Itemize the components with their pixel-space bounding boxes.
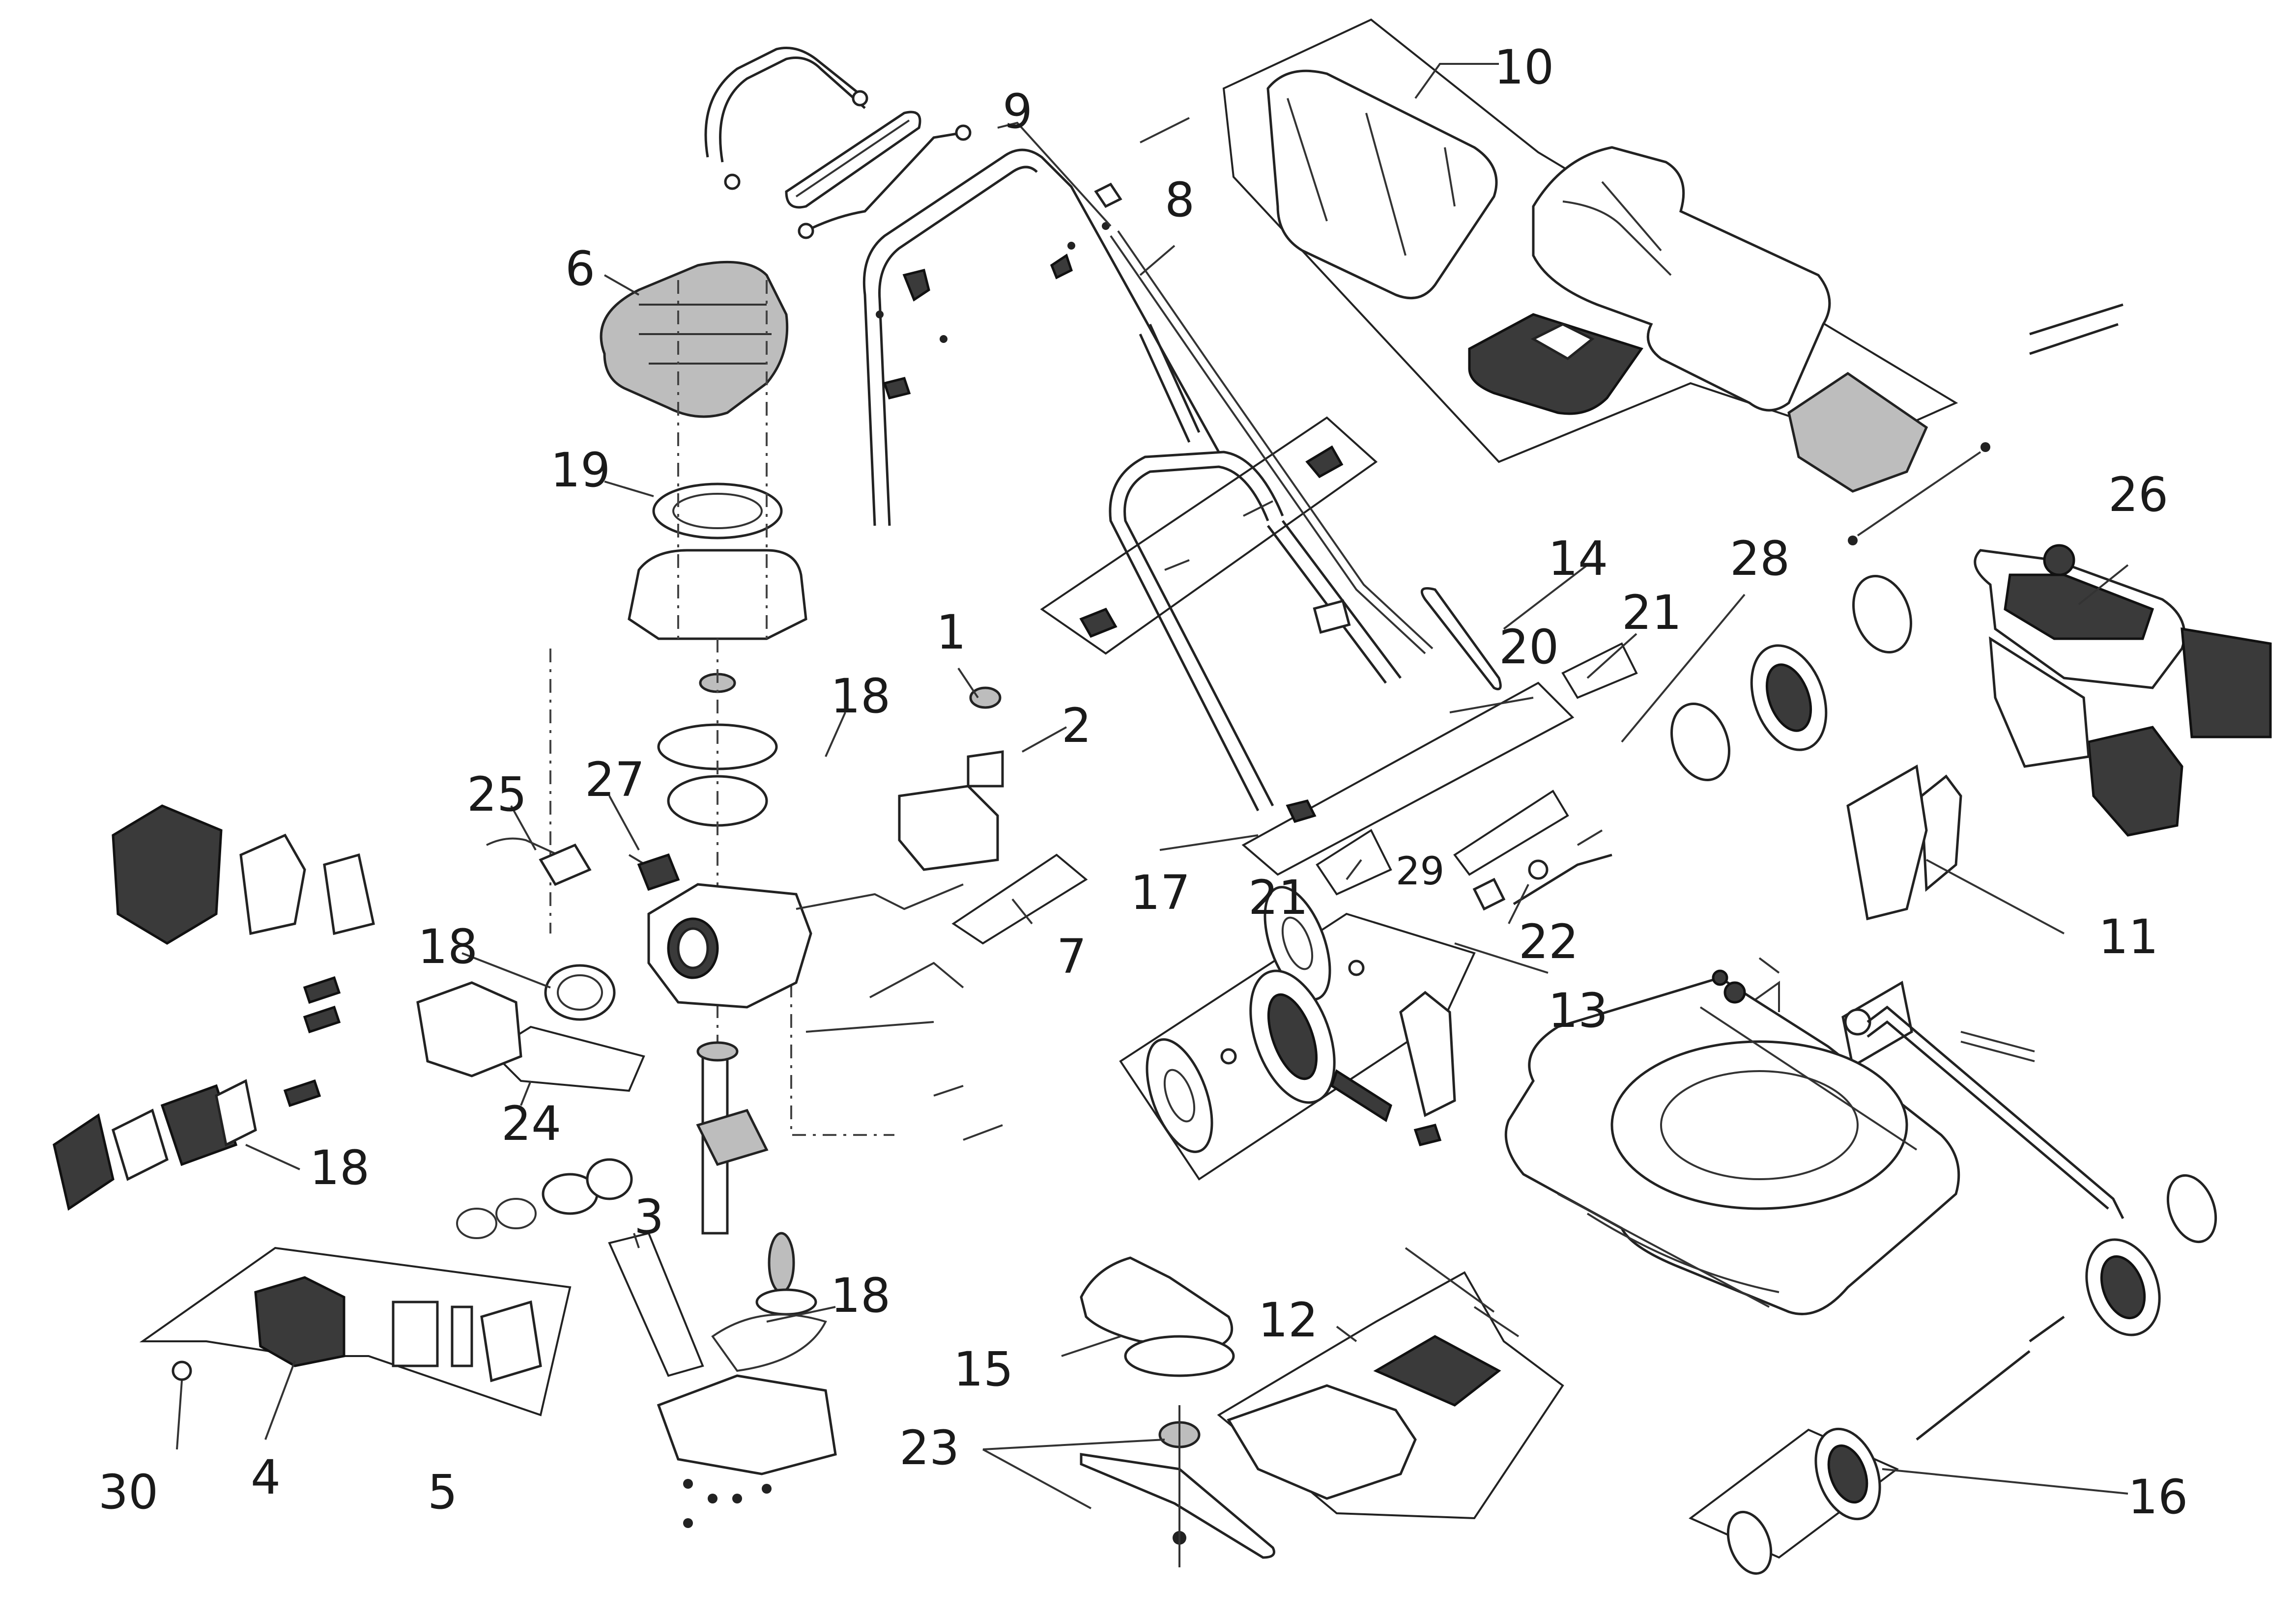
label-part-14: 14 xyxy=(1548,531,1608,586)
group-12-outline xyxy=(1217,1271,1564,1520)
bail-lever xyxy=(704,47,868,190)
label-part-22: 22 xyxy=(1519,914,1578,969)
label-part-17: 17 xyxy=(1130,865,1190,920)
label-part-1: 1 xyxy=(936,605,966,660)
label-part-9: 9 xyxy=(1003,84,1033,139)
label-part-18-left: 18 xyxy=(418,919,478,974)
label-part-19: 19 xyxy=(550,443,610,498)
label-part-25: 25 xyxy=(467,767,527,822)
label-part-15: 15 xyxy=(953,1342,1013,1397)
label-part-2: 2 xyxy=(1062,698,1091,753)
brake-bar xyxy=(798,124,972,239)
engine-cover xyxy=(600,260,789,418)
upper-handle xyxy=(862,148,1220,526)
label-part-18-lower: 18 xyxy=(831,1268,890,1323)
throttle-cable xyxy=(1094,182,1434,654)
front-bracket xyxy=(1330,991,1456,1146)
blade-assembly xyxy=(1080,1256,1275,1567)
label-part-24: 24 xyxy=(501,1096,561,1151)
carburetor-linkage xyxy=(486,837,680,891)
height-adjuster xyxy=(1472,829,1612,911)
group-3-outline xyxy=(608,1232,704,1377)
label-part-6: 6 xyxy=(565,241,595,296)
fan-housing xyxy=(628,549,807,640)
label-part-11: 11 xyxy=(2098,909,2158,964)
group-4-outline xyxy=(139,1246,572,1416)
label-part-18-muffler: 18 xyxy=(310,1140,370,1195)
label-part-28: 28 xyxy=(1730,531,1790,586)
governor-rods xyxy=(796,883,1003,1141)
label-part-5: 5 xyxy=(428,1465,458,1520)
group-7-outline xyxy=(951,853,1088,945)
recoil-starter xyxy=(652,482,783,539)
label-part-30: 30 xyxy=(98,1465,158,1520)
label-part-21-lower: 21 xyxy=(1248,870,1308,925)
group-29-outline xyxy=(1453,790,1569,876)
label-part-12: 12 xyxy=(1258,1293,1318,1348)
label-part-26: 26 xyxy=(2108,467,2168,522)
grass-bag xyxy=(1266,69,1928,493)
engine-block xyxy=(647,883,812,1009)
lower-handle xyxy=(1079,445,1402,823)
label-part-16: 16 xyxy=(2128,1470,2188,1525)
label-part-18-upper: 18 xyxy=(831,669,890,724)
crankshaft xyxy=(696,1041,769,1235)
air-filter-housing xyxy=(112,804,375,945)
label-part-23: 23 xyxy=(899,1420,959,1475)
crankcase-cover xyxy=(657,1232,837,1528)
rear-wheels xyxy=(1726,1174,2217,1575)
label-part-10: 10 xyxy=(1494,40,1554,95)
rear-flap-rod xyxy=(1848,303,2124,545)
drive-belt xyxy=(1420,587,1502,690)
label-part-27: 27 xyxy=(585,752,645,807)
group-17-outline xyxy=(1040,416,1378,655)
label-part-29: 29 xyxy=(1396,849,1444,894)
label-part-7: 7 xyxy=(1057,929,1087,984)
cylinder-head xyxy=(283,964,616,1107)
piston-rings xyxy=(456,1158,633,1239)
label-part-21-upper: 21 xyxy=(1622,585,1682,640)
rear-flap xyxy=(1744,765,1962,1068)
rear-axle xyxy=(1866,1005,2124,1219)
label-part-20: 20 xyxy=(1499,620,1559,675)
label-part-4: 4 xyxy=(251,1450,281,1505)
group-20-outline xyxy=(1241,681,1575,876)
upper-handle-knobs xyxy=(876,222,1110,399)
group-24-outline xyxy=(489,1025,645,1092)
label-part-8: 8 xyxy=(1165,172,1195,227)
upper-wheels xyxy=(1670,575,1912,781)
label-part-13: 13 xyxy=(1548,983,1608,1038)
engine-axis-lines xyxy=(549,280,894,1136)
part-labels: 1 2 3 4 5 6 7 8 9 10 11 12 13 14 15 16 1… xyxy=(98,40,2188,1525)
group-21b-outline xyxy=(1316,829,1392,896)
handle-grip xyxy=(785,111,921,209)
air-filter-group xyxy=(172,1276,542,1383)
mower-deck xyxy=(1504,969,1960,1315)
leader-lines xyxy=(176,63,2129,1509)
fuel-tank xyxy=(898,686,1004,871)
group-21a-outline xyxy=(1561,642,1638,699)
front-wheels xyxy=(1146,886,1365,1153)
mulch-deflector xyxy=(1227,1247,1520,1500)
muffler xyxy=(53,1079,257,1211)
engine-assembly xyxy=(1974,544,2272,837)
label-part-3: 3 xyxy=(634,1189,664,1245)
